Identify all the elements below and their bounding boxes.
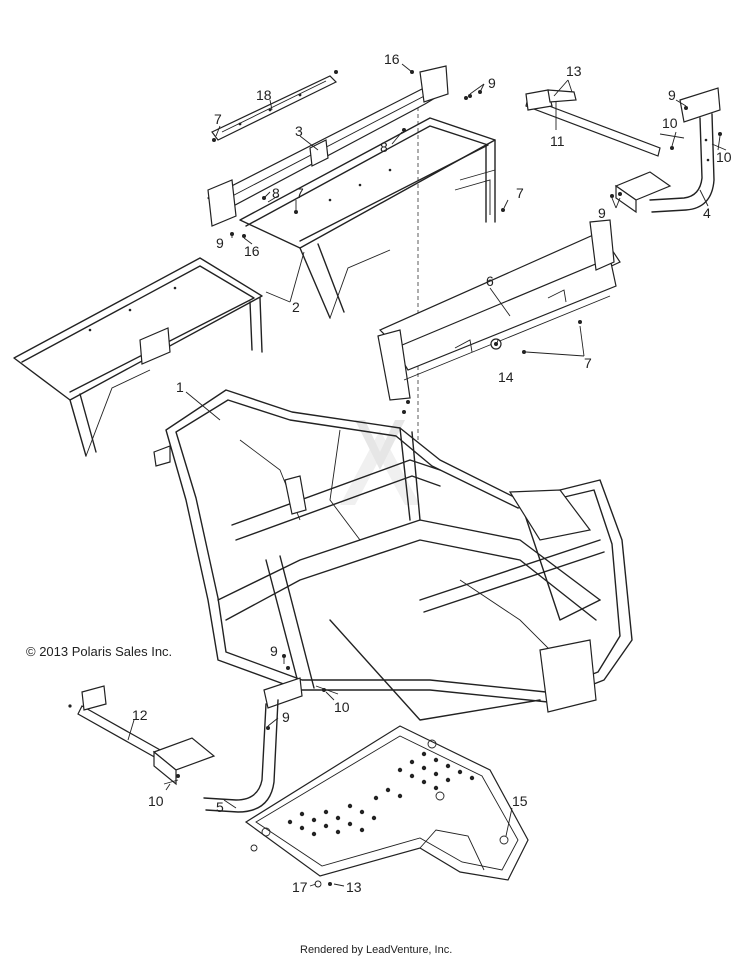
leader-lines xyxy=(127,63,721,887)
callout-17: 17 xyxy=(292,879,308,895)
callout-10a: 10 xyxy=(662,115,678,131)
callout-18: 18 xyxy=(256,87,272,103)
part-11-step-bar[interactable] xyxy=(525,89,661,157)
callout-7d: 7 xyxy=(584,355,592,371)
copyright-notice: © 2013 Polaris Sales Inc. xyxy=(26,644,172,659)
callout-7c: 7 xyxy=(516,185,524,201)
part-3-cross-bar[interactable] xyxy=(206,65,449,227)
callout-7b: 7 xyxy=(296,185,304,201)
part-6-cross-member[interactable] xyxy=(377,219,621,401)
callout-9e: 9 xyxy=(270,643,278,659)
callout-10b: 10 xyxy=(716,149,732,165)
callout-9a: 9 xyxy=(488,75,496,91)
callout-16a: 16 xyxy=(384,51,400,67)
hardware-fasteners xyxy=(163,70,727,888)
callout-10d: 10 xyxy=(148,793,164,809)
callout-7a: 7 xyxy=(214,111,222,127)
callout-13a: 13 xyxy=(566,63,582,79)
callout-14: 14 xyxy=(498,369,514,385)
callout-10c: 10 xyxy=(334,699,350,715)
callout-13b: 13 xyxy=(346,879,362,895)
part-2-seat-frame-lower[interactable] xyxy=(13,257,263,457)
render-credit: Rendered by LeadVenture, Inc. xyxy=(300,944,452,956)
callout-9f: 9 xyxy=(282,709,290,725)
part-18-rail-strip[interactable] xyxy=(211,75,338,141)
callout-11: 11 xyxy=(550,133,565,149)
callout-1: 1 xyxy=(176,379,184,395)
callout-9b: 9 xyxy=(668,87,676,103)
callout-12: 12 xyxy=(132,707,148,723)
part-1-main-frame[interactable] xyxy=(153,389,633,721)
callout-8a: 8 xyxy=(272,185,280,201)
callout-5: 5 xyxy=(216,799,224,815)
callout-9c: 9 xyxy=(598,205,606,221)
callout-9d: 9 xyxy=(216,235,224,251)
part-5-left-step[interactable] xyxy=(152,677,303,813)
part-2-seat-frame-upper[interactable] xyxy=(239,117,496,319)
callout-6: 6 xyxy=(486,273,494,289)
callout-labels: 1 2 3 4 5 6 7 7 7 7 8 8 9 9 9 9 9 9 10 1… xyxy=(132,51,732,895)
callout-2: 2 xyxy=(292,299,300,315)
callout-15: 15 xyxy=(512,793,528,809)
watermark-logo xyxy=(340,420,420,505)
callout-3: 3 xyxy=(295,123,303,139)
callout-4: 4 xyxy=(703,205,711,221)
part-4-right-step[interactable] xyxy=(614,87,721,214)
part-15-skid-plate[interactable] xyxy=(244,725,529,881)
callout-16b: 16 xyxy=(244,243,260,259)
skid-plate-holes xyxy=(261,739,509,845)
callout-8b: 8 xyxy=(380,139,388,155)
